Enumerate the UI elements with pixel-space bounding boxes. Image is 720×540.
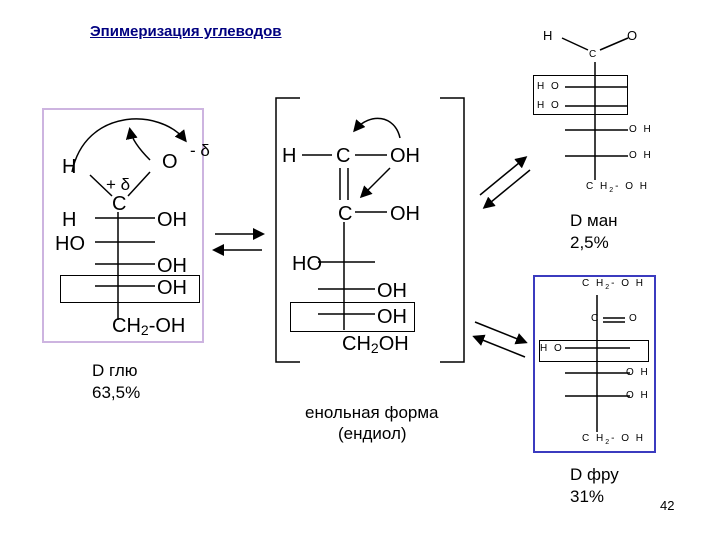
glucose-c1: C (112, 193, 127, 215)
fructose-oh-c5: O H (626, 390, 650, 401)
fructose-o: O (629, 313, 639, 324)
glucose-o: O (162, 151, 178, 173)
mannose-o: O (627, 28, 638, 43)
glucose-ch2oh: CH2-OH (112, 315, 186, 338)
mannose-h: H (543, 28, 553, 43)
page-number: 42 (660, 498, 675, 513)
glucose-name: D глю (92, 361, 138, 380)
mannose-name: D ман (570, 211, 618, 230)
fructose-ch2oh-top: C H2- O H (582, 278, 646, 292)
enol-oh1: OH (390, 145, 420, 167)
mannose-ch2oh: C H2- O H (586, 181, 650, 195)
glucose-oh-c4: OH (157, 255, 187, 277)
enol-caption-sub: (ендиол) (338, 424, 407, 443)
glucose-frame (42, 108, 204, 343)
enol-ch2oh: CH2OH (342, 333, 409, 356)
mannose-c1: C (589, 49, 599, 60)
enol-c1: C (336, 145, 351, 167)
glucose-h1: H (62, 156, 77, 178)
fructose-ch2oh-bottom: C H2- O H (582, 433, 646, 447)
mannose-ho-c2: H O (537, 81, 561, 92)
mannose-oh-c5: O H (629, 150, 653, 161)
glucose-oh-c2: OH (157, 209, 187, 231)
glucose-h2: H (62, 209, 77, 231)
enol-oh5: OH (377, 306, 407, 328)
mannose-percent: 2,5% (570, 233, 609, 252)
fructose-oh-c4: O H (626, 367, 650, 378)
fructose-frame (533, 275, 656, 453)
glucose-ho-highlight-box (60, 275, 200, 303)
enol-h: H (282, 145, 297, 167)
fructose-c2: C (591, 313, 601, 324)
glucose-delta-plus: + δ (106, 175, 131, 194)
enol-ho3: HO (292, 253, 322, 275)
fructose-name: D фру (570, 465, 619, 484)
mannose-ho-highlight-box (533, 75, 628, 115)
enol-oh4: OH (377, 280, 407, 302)
enol-c2: C (338, 203, 353, 225)
fructose-ho-highlight-box (539, 340, 649, 362)
enol-caption: енольная форма (305, 403, 439, 422)
mannose-oh-c4: O H (629, 124, 653, 135)
page-title: Эпимеризация углеводов (90, 23, 282, 40)
fructose-ho-c3: H O (540, 343, 564, 354)
glucose-oh-c5: OH (157, 277, 187, 299)
enol-ho-highlight-box (290, 302, 415, 332)
enol-oh2: OH (390, 203, 420, 225)
glucose-delta-minus: - δ (190, 141, 210, 160)
mannose-ho-c3: H O (537, 100, 561, 111)
fructose-percent: 31% (570, 487, 605, 506)
glucose-ho-c3: HO (55, 233, 85, 255)
glucose-percent: 63,5% (92, 383, 141, 402)
